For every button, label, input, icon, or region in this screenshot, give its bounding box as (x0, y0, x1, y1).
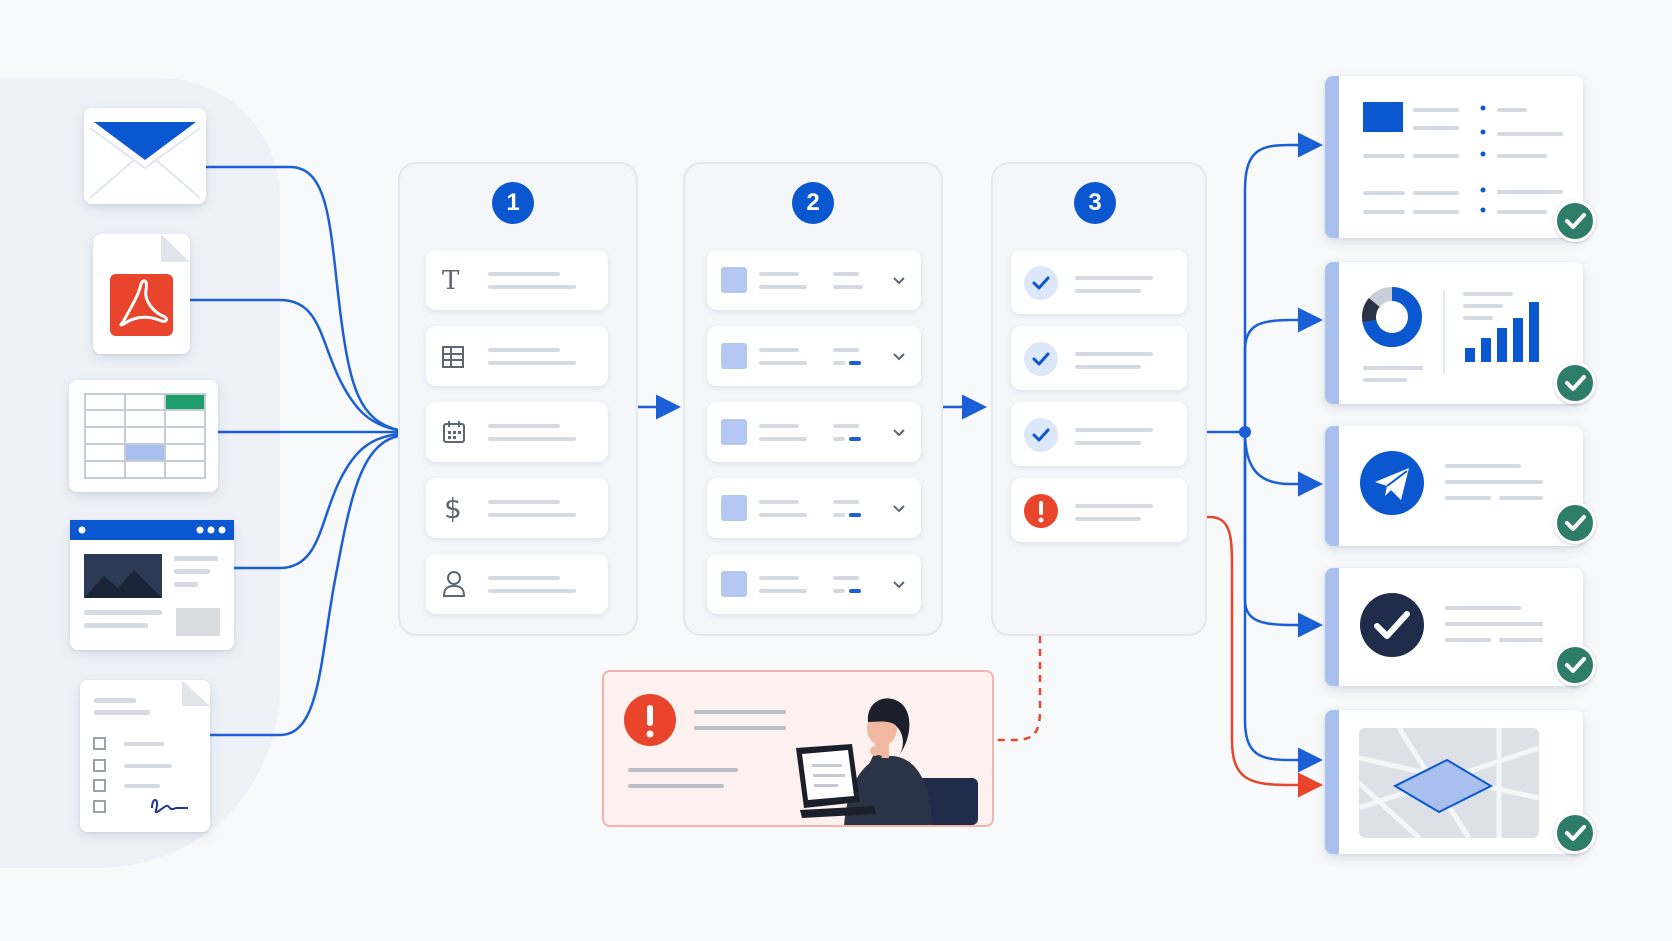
check-icon (1024, 342, 1058, 376)
dollar-field-icon: $ (444, 492, 462, 525)
field-table[interactable] (426, 326, 608, 386)
validation-row-error[interactable] (1011, 478, 1187, 542)
spreadsheet-source (69, 380, 218, 492)
mapped-field-row[interactable] (707, 554, 921, 614)
approved-check-badge (1554, 644, 1596, 686)
form-icon (93, 680, 210, 814)
structure-panel: 2 (683, 162, 943, 636)
validate-panel: 3 (991, 162, 1207, 636)
success-check-icon (1565, 825, 1586, 841)
output-send[interactable] (1325, 426, 1583, 546)
alert-icon (624, 694, 676, 746)
pdf-icon (110, 234, 190, 336)
webpage-icon (70, 520, 234, 636)
success-check-icon (1565, 657, 1586, 673)
extract-panel: 1 T (398, 162, 638, 636)
chevron-down-icon[interactable] (893, 352, 905, 362)
mapped-field-row[interactable] (707, 402, 921, 462)
approved-icon (1360, 593, 1424, 657)
chevron-down-icon[interactable] (893, 580, 905, 590)
text-field-icon: T (442, 266, 460, 296)
step-3-label: 3 (1088, 189, 1102, 216)
send-check-badge (1554, 502, 1596, 544)
connector-pdf (190, 298, 399, 432)
field-swatch (721, 343, 747, 369)
dashboard-check-badge (1554, 362, 1596, 404)
step-1-label: 1 (506, 189, 520, 216)
report-check-badge (1554, 200, 1596, 242)
field-person[interactable] (426, 554, 608, 614)
reviewer-illustration (796, 698, 978, 825)
map-check-badge (1554, 812, 1596, 854)
success-check-icon (1565, 515, 1586, 531)
step-2-badge: 2 (792, 182, 834, 224)
success-check-icon (1565, 213, 1586, 229)
bar-chart-icon (1465, 302, 1539, 362)
person-field-icon (442, 571, 466, 597)
step-3-badge: 3 (1074, 182, 1116, 224)
validation-row-ok[interactable] (1011, 326, 1187, 390)
report-thumb (1363, 102, 1403, 132)
mapped-field-row[interactable] (707, 250, 921, 310)
output-report[interactable] (1325, 76, 1583, 238)
output-map[interactable] (1325, 710, 1583, 854)
calendar-field-icon (443, 421, 465, 443)
check-icon (1024, 418, 1058, 452)
spreadsheet-icon (84, 393, 206, 479)
human-review-card[interactable] (602, 670, 994, 827)
field-amount[interactable]: $ (426, 478, 608, 538)
error-icon (1024, 494, 1058, 528)
field-swatch (721, 267, 747, 293)
connector-form (210, 434, 399, 737)
pdf-source (93, 234, 190, 354)
connector-email (206, 165, 399, 432)
field-swatch (721, 495, 747, 521)
field-date[interactable] (426, 402, 608, 462)
step-2-label: 2 (806, 189, 820, 216)
donut-chart-icon (1362, 287, 1422, 347)
connector-web (234, 432, 399, 570)
chevron-down-icon[interactable] (893, 504, 905, 514)
webpage-source (70, 520, 234, 650)
check-icon (1024, 266, 1058, 300)
output-dashboard[interactable] (1325, 262, 1583, 404)
branch-2 (1243, 307, 1323, 432)
branch-3 (1243, 431, 1323, 497)
branch-5 (1243, 432, 1323, 773)
mapped-field-row[interactable] (707, 478, 921, 538)
field-swatch (721, 419, 747, 445)
field-swatch (721, 571, 747, 597)
validation-row-ok[interactable] (1011, 250, 1187, 314)
error-route (1190, 515, 1323, 798)
branch-4 (1243, 432, 1323, 638)
email-source (84, 108, 206, 204)
validation-row-ok[interactable] (1011, 402, 1187, 466)
step-1-badge: 1 (492, 182, 534, 224)
junction-dot (1239, 426, 1251, 438)
branch-1 (1243, 132, 1323, 432)
field-text[interactable]: T (426, 250, 608, 310)
output-approved[interactable] (1325, 568, 1583, 686)
send-icon (1360, 451, 1424, 515)
envelope-icon (89, 122, 201, 199)
chevron-down-icon[interactable] (893, 276, 905, 286)
form-source (80, 680, 210, 832)
success-check-icon (1565, 375, 1586, 391)
mapped-field-row[interactable] (707, 326, 921, 386)
map-icon (1359, 728, 1539, 838)
table-field-icon (442, 346, 464, 368)
chevron-down-icon[interactable] (893, 428, 905, 438)
